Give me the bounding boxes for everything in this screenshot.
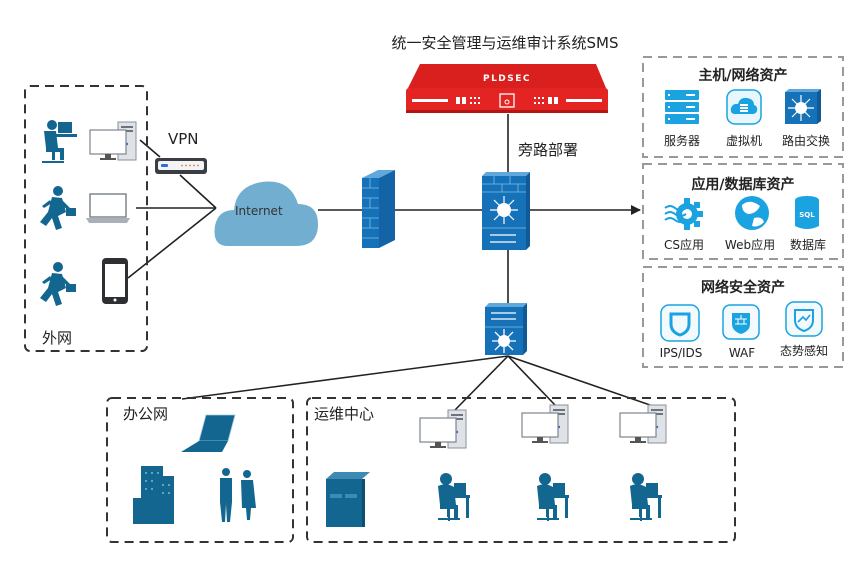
asset-group-app-db: 应用/数据库资产 CS应用 Web应用 SQL 数据库	[642, 163, 844, 260]
asset-label: Web应用	[725, 237, 775, 252]
waf-shield-icon[interactable]	[722, 304, 760, 340]
asset-group-title: 主机/网络资产	[698, 67, 787, 84]
laptop-icon	[86, 193, 130, 223]
asset-label: 虚拟机	[726, 134, 762, 148]
trend-shield-icon[interactable]	[785, 301, 823, 337]
asset-label: 路由交换	[782, 133, 830, 148]
vpn-to-internet-link	[179, 174, 217, 209]
operator-icon	[536, 472, 570, 522]
desktop-pc-icon	[419, 409, 467, 449]
server-cabinet-icon	[326, 472, 370, 527]
zone-external-label: 外网	[42, 329, 72, 347]
connections	[127, 114, 651, 411]
zone-external	[24, 85, 148, 352]
asset-group-net-security: 网络安全资产 IPS/IDS WAF 态势感知	[642, 266, 844, 368]
smartphone-icon	[102, 258, 128, 304]
desktop-pc-icon	[521, 404, 569, 444]
asset-group-title: 应用/数据库资产	[691, 176, 794, 193]
switch-to-ops-pc1-link	[454, 355, 509, 411]
desktop-pc-icon	[89, 121, 137, 161]
web-globe-icon[interactable]	[735, 196, 769, 230]
operator-icon	[629, 472, 663, 522]
zone-ops-label: 运维中心	[314, 405, 374, 423]
desk-worker-icon	[42, 120, 77, 163]
bypass-label: 旁路部署	[518, 141, 578, 159]
asset-label: 服务器	[664, 133, 700, 148]
access-switch-icon[interactable]	[485, 303, 527, 355]
switch-to-office-link	[181, 355, 509, 400]
operator-icon	[437, 472, 471, 522]
asset-label: CS应用	[664, 237, 704, 252]
switch-to-ops-pc3-link	[507, 355, 651, 406]
appliance-brand: PLDSEC	[483, 74, 531, 84]
router-switch-icon[interactable]	[785, 89, 821, 124]
pc-to-vpn-link	[139, 139, 161, 158]
zone-office-label: 办公网	[123, 405, 168, 423]
sms-appliance[interactable]: PLDSEC	[406, 64, 608, 113]
lock-shield-icon	[499, 93, 515, 108]
business-people-icon	[220, 468, 256, 522]
asset-label: IPS/IDS	[660, 346, 703, 360]
shield-icon[interactable]	[660, 304, 700, 342]
internet-cloud-icon: Internet	[214, 181, 318, 246]
office-building-icon	[133, 466, 174, 524]
cloud-vm-icon[interactable]	[726, 89, 762, 125]
vpn-label: VPN	[168, 130, 199, 148]
firewall-icon[interactable]	[362, 170, 395, 248]
asset-group-title: 网络安全资产	[701, 279, 785, 296]
switch-to-ops-pc2-link	[507, 355, 556, 406]
appliance-ports	[412, 97, 602, 104]
asset-label: WAF	[729, 346, 755, 360]
server-icon[interactable]	[665, 90, 699, 124]
desktop-pc-icon	[619, 404, 667, 444]
vpn-router-icon[interactable]	[155, 158, 207, 174]
laptop-icon	[181, 414, 236, 452]
running-businessman-icon	[40, 262, 76, 306]
zone-office	[106, 397, 294, 543]
asset-label: 数据库	[790, 237, 826, 252]
svg-text:SQL: SQL	[799, 211, 815, 219]
running-businessman-icon	[40, 186, 76, 230]
asset-label: 态势感知	[780, 343, 828, 358]
sql-database-icon[interactable]: SQL	[795, 196, 819, 229]
core-switch-icon[interactable]	[482, 172, 530, 250]
diagram-title: 统一安全管理与运维审计系统SMS	[392, 34, 619, 52]
internet-label: Internet	[235, 204, 283, 218]
gear-wave-icon[interactable]	[664, 198, 703, 230]
asset-group-host-network: 主机/网络资产 服务器 虚拟机 路由交换	[642, 56, 844, 158]
phone-to-internet-link	[127, 207, 217, 279]
